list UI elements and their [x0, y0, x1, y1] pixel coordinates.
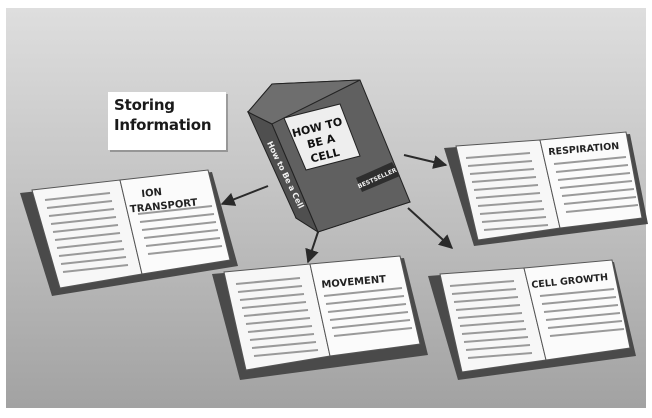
title-box: Storing Information	[108, 92, 226, 150]
title-line-2: Information	[114, 116, 211, 134]
title-line-1: Storing	[114, 96, 175, 114]
book-title-line: ION	[141, 187, 163, 200]
book-right-page	[310, 256, 420, 356]
